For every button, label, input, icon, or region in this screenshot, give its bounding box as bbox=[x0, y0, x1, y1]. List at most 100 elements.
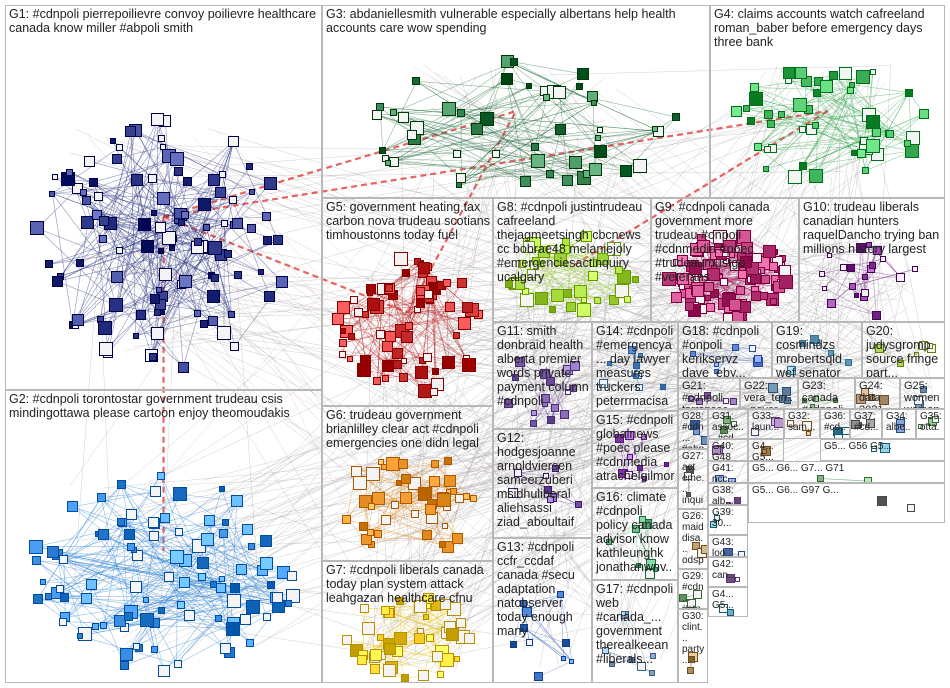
user-node[interactable] bbox=[912, 266, 918, 272]
user-node[interactable] bbox=[178, 362, 189, 373]
user-node[interactable] bbox=[828, 350, 834, 356]
user-node[interactable] bbox=[688, 396, 694, 402]
user-node[interactable] bbox=[851, 420, 860, 429]
user-node[interactable] bbox=[456, 182, 462, 188]
user-node[interactable] bbox=[362, 622, 375, 635]
user-node[interactable] bbox=[374, 530, 382, 538]
user-node[interactable] bbox=[446, 628, 459, 641]
user-node[interactable] bbox=[463, 493, 470, 500]
user-node[interactable] bbox=[730, 398, 737, 405]
user-node[interactable] bbox=[549, 306, 556, 313]
user-node[interactable] bbox=[904, 140, 911, 147]
user-node[interactable] bbox=[444, 457, 452, 465]
user-node[interactable] bbox=[86, 579, 97, 590]
user-node[interactable] bbox=[866, 242, 872, 248]
user-node[interactable] bbox=[575, 501, 582, 508]
user-node[interactable] bbox=[414, 633, 425, 644]
user-node[interactable] bbox=[249, 189, 255, 195]
user-node[interactable] bbox=[77, 633, 83, 639]
user-node[interactable] bbox=[381, 606, 390, 615]
user-node[interactable] bbox=[159, 268, 172, 281]
user-node[interactable] bbox=[569, 659, 574, 664]
user-node[interactable] bbox=[627, 454, 633, 460]
user-node[interactable] bbox=[141, 240, 154, 253]
user-node[interactable] bbox=[124, 612, 133, 621]
user-node[interactable] bbox=[158, 135, 165, 142]
user-node[interactable] bbox=[216, 583, 226, 593]
user-node[interactable] bbox=[263, 613, 271, 621]
user-node[interactable] bbox=[76, 259, 84, 267]
user-node[interactable] bbox=[462, 358, 476, 372]
user-node[interactable] bbox=[532, 257, 540, 265]
user-node[interactable] bbox=[761, 275, 770, 284]
user-node[interactable] bbox=[576, 83, 583, 90]
user-node[interactable] bbox=[701, 545, 708, 554]
user-node[interactable] bbox=[116, 247, 123, 254]
user-node[interactable] bbox=[222, 519, 229, 526]
user-node[interactable] bbox=[625, 431, 634, 440]
user-node[interactable] bbox=[183, 177, 192, 186]
user-node[interactable] bbox=[750, 83, 759, 92]
user-node[interactable] bbox=[221, 220, 228, 227]
user-node[interactable] bbox=[457, 278, 467, 288]
user-node[interactable] bbox=[198, 573, 206, 581]
user-node[interactable] bbox=[390, 109, 397, 116]
user-node[interactable] bbox=[827, 299, 836, 308]
user-node[interactable] bbox=[518, 260, 526, 268]
user-node[interactable] bbox=[799, 340, 806, 347]
user-node[interactable] bbox=[501, 73, 513, 85]
user-node[interactable] bbox=[450, 488, 457, 495]
user-node[interactable] bbox=[246, 600, 260, 614]
user-node[interactable] bbox=[543, 473, 549, 479]
user-node[interactable] bbox=[849, 283, 856, 290]
user-node[interactable] bbox=[615, 434, 624, 443]
user-node[interactable] bbox=[267, 581, 275, 589]
user-node[interactable] bbox=[547, 416, 555, 424]
user-node[interactable] bbox=[677, 273, 689, 285]
user-node[interactable] bbox=[764, 110, 773, 119]
user-node[interactable] bbox=[414, 600, 427, 613]
user-node[interactable] bbox=[520, 624, 528, 632]
user-node[interactable] bbox=[383, 664, 396, 677]
user-node[interactable] bbox=[232, 218, 243, 229]
user-node[interactable] bbox=[362, 311, 369, 318]
user-node[interactable] bbox=[99, 216, 109, 226]
user-node[interactable] bbox=[394, 632, 407, 645]
user-node[interactable] bbox=[116, 144, 123, 151]
user-node[interactable] bbox=[723, 416, 731, 424]
user-node[interactable] bbox=[177, 601, 185, 609]
user-node[interactable] bbox=[399, 373, 408, 382]
user-node[interactable] bbox=[228, 136, 239, 147]
user-node[interactable] bbox=[149, 531, 159, 541]
user-node[interactable] bbox=[425, 504, 436, 515]
user-node[interactable] bbox=[402, 269, 410, 277]
user-node[interactable] bbox=[886, 130, 894, 138]
user-node[interactable] bbox=[856, 243, 866, 253]
user-node[interactable] bbox=[401, 474, 411, 484]
user-node[interactable] bbox=[98, 321, 112, 335]
user-node[interactable] bbox=[381, 515, 391, 525]
user-node[interactable] bbox=[625, 471, 633, 479]
user-node[interactable] bbox=[423, 353, 432, 362]
user-node[interactable] bbox=[140, 613, 154, 627]
user-node[interactable] bbox=[151, 210, 157, 216]
user-node[interactable] bbox=[215, 615, 222, 622]
user-node[interactable] bbox=[723, 398, 729, 404]
user-node[interactable] bbox=[551, 289, 564, 302]
user-node[interactable] bbox=[523, 241, 535, 253]
user-node[interactable] bbox=[553, 86, 566, 99]
user-node[interactable] bbox=[847, 87, 854, 94]
user-node[interactable] bbox=[224, 250, 232, 258]
user-node[interactable] bbox=[693, 590, 702, 599]
user-node[interactable] bbox=[607, 361, 612, 366]
user-node[interactable] bbox=[133, 643, 140, 650]
user-node[interactable] bbox=[357, 655, 367, 665]
user-node[interactable] bbox=[767, 120, 775, 128]
user-node[interactable] bbox=[179, 577, 190, 588]
user-node[interactable] bbox=[570, 361, 580, 371]
user-node[interactable] bbox=[932, 416, 939, 423]
user-node[interactable] bbox=[652, 126, 658, 132]
user-node[interactable] bbox=[641, 434, 647, 440]
user-node[interactable] bbox=[373, 377, 381, 385]
user-node[interactable] bbox=[769, 262, 778, 271]
